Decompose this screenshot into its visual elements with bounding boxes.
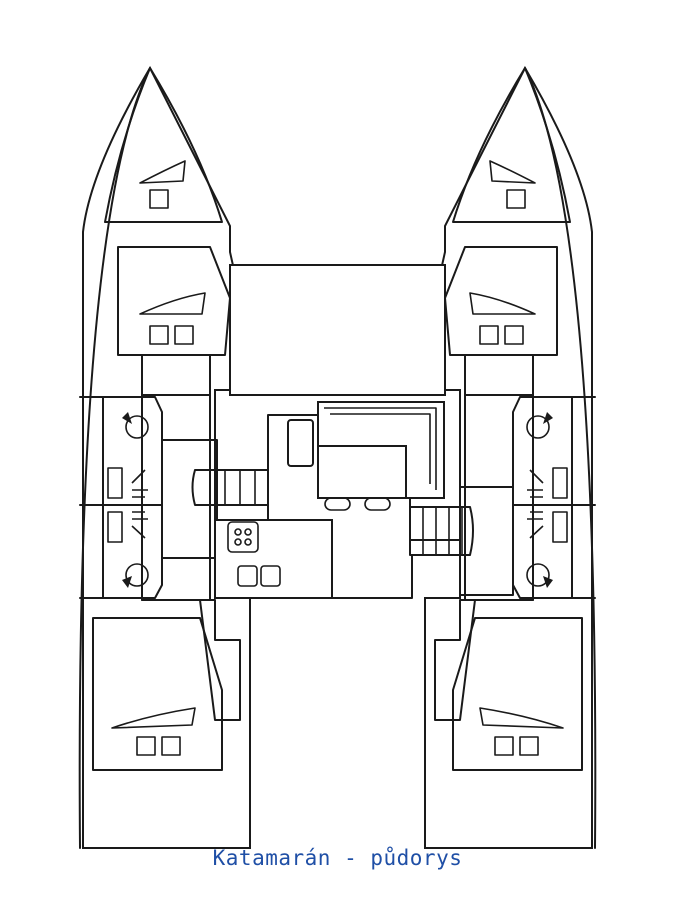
passage-port-aft bbox=[141, 599, 241, 721]
fridge bbox=[287, 419, 314, 467]
cabin-aft-starboard bbox=[452, 617, 583, 771]
cabin-aft-starboard-area bbox=[452, 617, 583, 771]
basin bbox=[107, 467, 123, 499]
basin bbox=[107, 511, 123, 543]
berth-pillow bbox=[161, 736, 181, 756]
saloon bbox=[161, 414, 514, 599]
shower-icon bbox=[131, 511, 148, 539]
basin bbox=[552, 467, 568, 499]
cooktop-icon bbox=[227, 521, 259, 553]
shower-icon bbox=[131, 469, 148, 498]
shower-icon bbox=[527, 469, 544, 498]
toilet-icon bbox=[526, 563, 550, 587]
berth-pillow bbox=[174, 325, 194, 345]
hatch-icon bbox=[479, 707, 564, 729]
shower-icon bbox=[527, 511, 544, 539]
hatch-icon bbox=[111, 707, 196, 729]
toilet-icon bbox=[125, 563, 149, 587]
sink-right bbox=[260, 565, 281, 587]
companionway-stairs-starboard bbox=[409, 506, 474, 556]
dinette-stool bbox=[324, 497, 351, 511]
cabin-forward-starboard-area bbox=[444, 246, 558, 356]
berth-pillow bbox=[149, 325, 169, 345]
toilet-icon bbox=[526, 415, 550, 439]
basin bbox=[552, 511, 568, 543]
berth-pillow bbox=[479, 325, 499, 345]
hatch-icon bbox=[489, 160, 536, 184]
berth-pillow bbox=[494, 736, 514, 756]
berth-pillow bbox=[519, 736, 539, 756]
berth-pillow bbox=[506, 189, 526, 209]
plan-caption: Katamarán - půdorys bbox=[212, 846, 463, 870]
hull-side-lines bbox=[78, 67, 597, 849]
toilet-icon bbox=[125, 415, 149, 439]
hatch-icon bbox=[139, 292, 206, 315]
cabin-forward-port-area bbox=[117, 246, 231, 356]
hatch-icon bbox=[469, 292, 536, 315]
companionway-stairs-port bbox=[191, 469, 269, 506]
passage-starboard-aft bbox=[434, 599, 534, 721]
berth-pillow bbox=[136, 736, 156, 756]
dinette bbox=[317, 401, 445, 511]
dinette-stool bbox=[364, 497, 391, 511]
cabin-forward-port bbox=[117, 246, 231, 396]
hatch-icon bbox=[139, 160, 186, 184]
dinette-table bbox=[317, 445, 407, 499]
cabin-aft-port-area bbox=[92, 617, 223, 771]
berth-pillow bbox=[149, 189, 169, 209]
berth-pillow bbox=[504, 325, 524, 345]
sink-left bbox=[237, 565, 258, 587]
cabin-aft-port bbox=[92, 617, 223, 771]
